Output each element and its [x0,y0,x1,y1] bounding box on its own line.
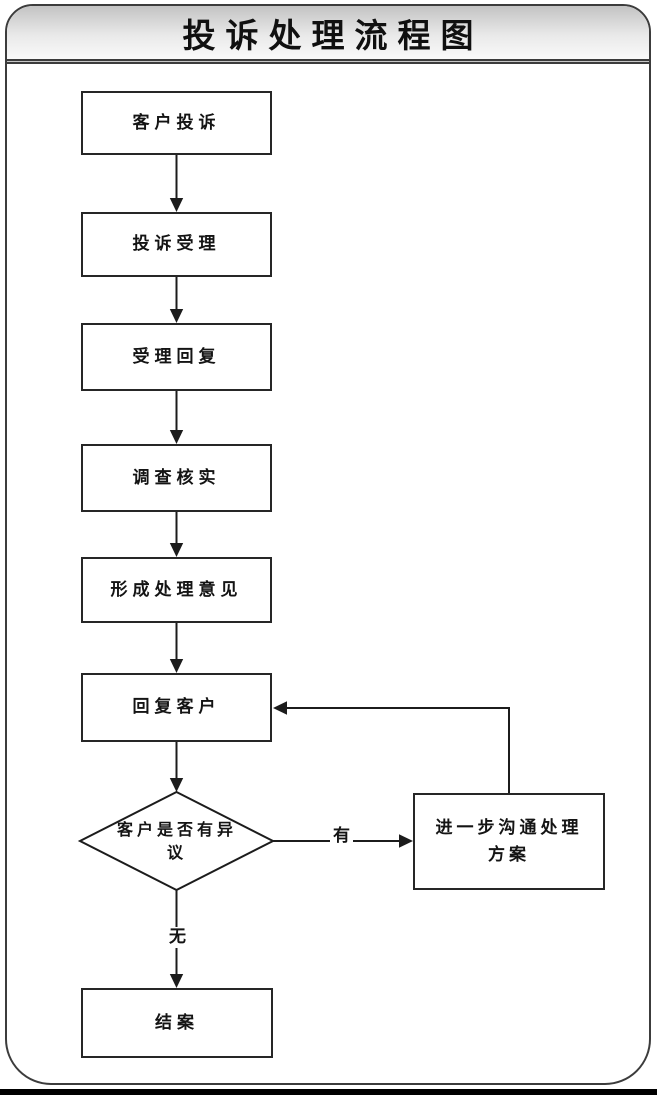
flowchart-frame: 投诉处理流程图 [5,4,651,1085]
node-label: 形成处理意见 [110,579,243,599]
flowchart-header-band: 投诉处理流程图 [7,6,649,64]
node-complaint-acceptance: 投诉受理 [81,212,272,277]
branch-label-yes: 有 [330,826,353,847]
node-further-communication: 进一步沟通处理方案 [413,793,605,890]
node-form-handling-opinion: 形成处理意见 [81,557,272,623]
node-label: 客户是否有异议 [116,821,237,862]
node-reply-customer: 回复客户 [81,673,272,742]
node-label: 调查核实 [132,467,221,487]
node-acceptance-reply: 受理回复 [81,323,272,391]
node-label: 客户投诉 [132,112,221,132]
node-customer-complaint: 客户投诉 [81,91,272,155]
node-case-closed: 结案 [81,988,273,1058]
node-label: 结案 [155,1012,199,1032]
branch-label-no: 无 [166,927,189,948]
node-investigate-verify: 调查核实 [81,444,272,512]
node-decision-objection: 客户是否有异议 [112,816,242,868]
page-title: 投诉处理流程图 [182,16,484,54]
node-label: 投诉受理 [132,234,221,254]
node-label: 受理回复 [132,346,221,366]
node-label: 回复客户 [132,697,221,717]
bottom-border-rule [0,1089,657,1095]
node-label: 进一步沟通处理方案 [435,818,583,864]
